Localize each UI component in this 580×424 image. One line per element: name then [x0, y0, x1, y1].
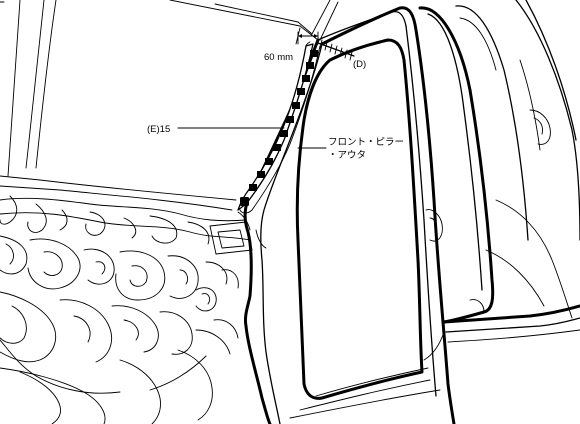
- windshield-frame: [0, 0, 339, 211]
- clip-square-icon: [297, 88, 305, 95]
- clip-square-icon: [302, 75, 310, 82]
- front-pillar-label-line1: フロント・ピラー: [328, 137, 404, 148]
- clip-square-icon: [249, 184, 257, 191]
- clip-square-icon: [280, 130, 288, 137]
- clip-square-icon: [286, 116, 294, 123]
- point-d-label: (D): [353, 59, 366, 70]
- clip-square-icon: [292, 102, 300, 109]
- part-e15-label: (E)15: [147, 124, 170, 135]
- tape-clips: [240, 50, 318, 206]
- clip-square-icon: [265, 158, 273, 165]
- clip-square-icon: [310, 50, 318, 57]
- front-pillar-label-line2: ・アウタ: [328, 150, 366, 161]
- front-door-opening: [289, 38, 441, 419]
- cowl-detail: [0, 195, 253, 424]
- hatched-reference-line: [317, 39, 355, 61]
- front-pillar-outer: [237, 6, 456, 424]
- clip-square-icon: [257, 171, 265, 178]
- clip-square-icon: [306, 62, 314, 69]
- clip-square-icon: [273, 144, 281, 151]
- dimension-marker: [295, 27, 319, 45]
- dimension-label: 60 mm: [264, 52, 293, 63]
- clip-square-icon: [240, 197, 249, 206]
- rear-body-panels: [418, 0, 580, 361]
